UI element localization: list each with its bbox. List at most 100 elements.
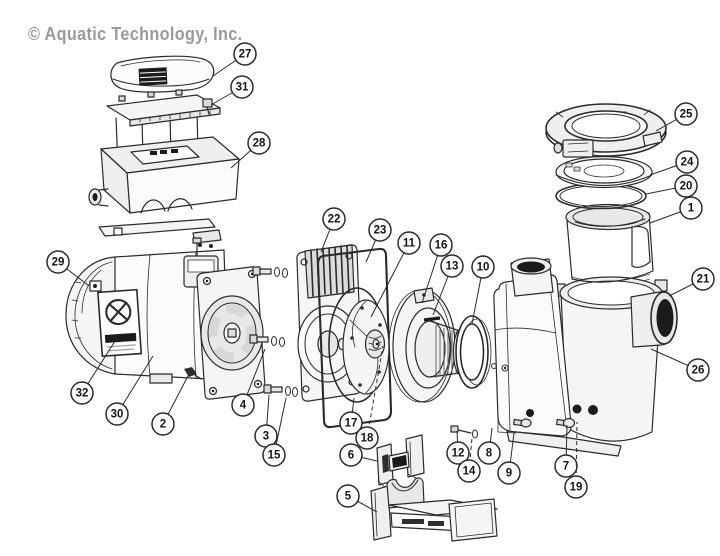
callout-circle: [675, 150, 699, 174]
callout-24: 24: [649, 150, 699, 176]
callout-number: 22: [328, 214, 341, 226]
callout-circle: [70, 381, 94, 405]
housing-front-body: [491, 274, 572, 437]
callout-number: 30: [111, 409, 124, 421]
callout-23: 23: [365, 218, 392, 263]
callout-number: 27: [239, 49, 252, 61]
control-box-part: [88, 136, 240, 248]
callout-9: 9: [497, 432, 521, 485]
callout-number: 26: [692, 365, 705, 377]
callout-circle: [674, 174, 698, 198]
callout-1: 1: [649, 196, 703, 224]
callout-27: 27: [212, 42, 257, 77]
motor-part: [65, 237, 266, 400]
callout-circle: [497, 461, 521, 485]
callout-number: 1: [688, 203, 695, 215]
callout-16: 16: [421, 233, 453, 304]
callout-number: 6: [348, 450, 354, 462]
callout-number: 16: [435, 240, 448, 252]
callout-11: 11: [370, 231, 421, 318]
callout-circle: [322, 207, 346, 231]
callout-number: 24: [681, 157, 694, 169]
callout-number: 4: [240, 400, 247, 412]
callout-number: 28: [253, 138, 266, 150]
mounting-plate-part: [106, 89, 221, 169]
callout-4: 4: [231, 348, 266, 417]
callout-leader-line: [468, 437, 473, 472]
strainer-lid-part: [555, 155, 653, 189]
callout-number: 3: [263, 431, 269, 443]
callout-number: 5: [345, 491, 352, 503]
motor-warning-label: [97, 288, 143, 358]
callout-circle: [471, 255, 495, 279]
conduit-stub: [88, 188, 109, 207]
callout-circle: [674, 102, 698, 126]
callout-circle: [440, 254, 464, 278]
callout-20: 20: [645, 174, 698, 198]
callout-29: 29: [46, 250, 90, 287]
motor-flange: [196, 266, 266, 400]
callout-number: 11: [403, 238, 416, 250]
callout-number: 9: [506, 468, 512, 480]
housing-base-flange: [497, 415, 622, 457]
callout-circle: [477, 441, 501, 465]
callout-leader-line: [366, 345, 384, 439]
callout-circle: [679, 196, 703, 220]
strainer-basket-part: [565, 203, 654, 283]
callout-circle: [230, 75, 254, 99]
drain-plugs: [513, 404, 598, 429]
callout-number: 7: [563, 461, 569, 473]
callout-circle: [368, 218, 392, 242]
callout-19: 19: [564, 421, 588, 499]
callout-5: 5: [336, 484, 378, 513]
callout-number: 14: [463, 466, 476, 478]
callout-8: 8: [477, 427, 501, 465]
pump-housing-part: [450, 257, 678, 457]
lid-cover-part: [110, 55, 215, 93]
housing-bolt: [450, 425, 478, 439]
box-gasket: [98, 218, 222, 248]
suction-port: [510, 257, 554, 297]
callout-circle: [262, 443, 286, 467]
callout-number: 25: [680, 109, 693, 121]
callout-number: 31: [236, 82, 249, 94]
base-part: [370, 477, 498, 542]
callout-circle: [247, 131, 271, 155]
callout-2: 2: [151, 373, 190, 436]
callout-number: 20: [680, 181, 693, 193]
callout-circle: [105, 402, 129, 426]
callout-10: 10: [471, 255, 495, 325]
diffuser-part: [388, 287, 470, 403]
callout-number: 2: [160, 419, 166, 431]
callout-number: 23: [374, 225, 387, 237]
callout-22: 22: [320, 207, 346, 253]
callout-circle: [429, 233, 453, 257]
callout-circle: [691, 267, 715, 291]
lid-grille: [138, 67, 168, 86]
callout-28: 28: [230, 131, 271, 169]
watermark-text: © Aquatic Technology, Inc.: [28, 24, 243, 44]
callout-3: 3: [254, 394, 278, 448]
callout-circle: [554, 454, 578, 478]
callout-number: 21: [697, 274, 710, 286]
callout-30: 30: [105, 355, 154, 426]
union-ring-part: [455, 315, 492, 389]
callout-number: 18: [361, 433, 374, 445]
callout-6: 6: [339, 443, 378, 467]
callout-25: 25: [655, 102, 698, 132]
callout-18: 18: [355, 345, 384, 450]
callout-15: 15: [262, 397, 287, 467]
callout-circle: [233, 42, 257, 66]
clamp-knuckle: [553, 139, 594, 158]
motor-through-bolt: [184, 367, 202, 380]
callout-31: 31: [210, 75, 254, 106]
callout-leader-line: [370, 242, 410, 318]
callout-12: 12: [446, 430, 470, 465]
callout-7: 7: [554, 424, 578, 478]
callout-circle: [355, 426, 379, 450]
callout-17: 17: [339, 397, 363, 435]
callout-number: 17: [345, 418, 358, 430]
callout-circle: [231, 393, 255, 417]
